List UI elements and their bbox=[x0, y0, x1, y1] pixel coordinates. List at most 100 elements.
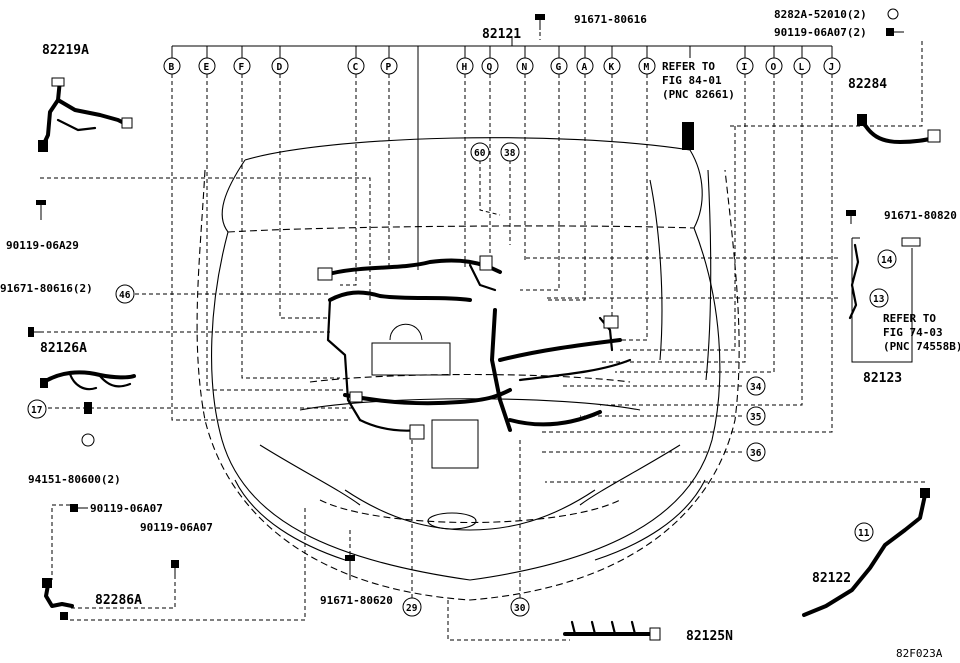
callout-34: 34 bbox=[746, 376, 766, 396]
bolt-icon-91671-80820 bbox=[846, 210, 856, 224]
callout-17: 17 bbox=[27, 399, 47, 419]
svg-text:L: L bbox=[799, 62, 805, 73]
refer-note-fig-84-01: REFER TO FIG 84-01 (PNC 82661) bbox=[662, 60, 735, 101]
label-91671-80616-2: 91671-80616(2) bbox=[0, 282, 93, 295]
svg-text:C: C bbox=[353, 62, 359, 73]
bolt-icon-91671-80616 bbox=[535, 14, 545, 30]
svg-text:REFER TO: REFER TO bbox=[662, 60, 715, 73]
callout-I: I bbox=[736, 57, 754, 75]
callout-35: 35 bbox=[746, 406, 766, 426]
label-90119-06A07-b: 90119-06A07 bbox=[140, 521, 213, 534]
label-82121: 82121 bbox=[482, 27, 521, 42]
svg-text:K: K bbox=[609, 62, 615, 73]
svg-text:D: D bbox=[277, 62, 283, 73]
svg-text:REFER TO: REFER TO bbox=[883, 312, 936, 325]
vehicle-body-outline bbox=[196, 137, 740, 601]
bolt-icon-90119-06A07-a bbox=[70, 504, 88, 512]
svg-text:A: A bbox=[582, 62, 588, 73]
label-82284: 82284 bbox=[848, 77, 887, 92]
callout-E: E bbox=[198, 57, 216, 75]
clip-icon-94151-80600 bbox=[81, 402, 95, 447]
callout-H: H bbox=[456, 57, 474, 75]
callout-30: 30 bbox=[510, 597, 530, 617]
svg-text:(PNC 74558B): (PNC 74558B) bbox=[883, 340, 960, 353]
label-82126A: 82126A bbox=[40, 341, 87, 356]
svg-text:17: 17 bbox=[31, 405, 42, 416]
callout-leaders bbox=[40, 18, 925, 641]
part-82286A-harness bbox=[42, 578, 74, 620]
callout-J: J bbox=[823, 57, 841, 75]
part-number-labels: 82121 82219A 82284 82126A 82123 82122 82… bbox=[0, 8, 957, 644]
svg-text:(PNC 82661): (PNC 82661) bbox=[662, 88, 735, 101]
svg-text:13: 13 bbox=[873, 294, 885, 305]
svg-text:29: 29 bbox=[406, 603, 418, 614]
label-82219A: 82219A bbox=[42, 43, 89, 58]
part-82219A-harness bbox=[38, 77, 133, 152]
svg-text:11: 11 bbox=[858, 528, 870, 539]
bracket-icon-refer-84 bbox=[682, 122, 694, 150]
svg-text:J: J bbox=[829, 62, 835, 73]
svg-text:G: G bbox=[556, 62, 562, 73]
svg-text:30: 30 bbox=[514, 603, 526, 614]
part-82122-harness bbox=[802, 488, 930, 617]
label-91671-80620: 91671-80620 bbox=[320, 594, 393, 607]
label-91671-80616: 91671-80616 bbox=[574, 13, 647, 26]
label-82122: 82122 bbox=[812, 571, 851, 586]
svg-text:P: P bbox=[386, 62, 392, 73]
label-90119-06A07-a: 90119-06A07 bbox=[90, 502, 163, 515]
svg-text:I: I bbox=[742, 62, 748, 73]
engine-harness-82121 bbox=[317, 255, 632, 440]
callout-38: 38 bbox=[500, 142, 520, 162]
callout-Q: Q bbox=[481, 57, 499, 75]
svg-text:N: N bbox=[522, 62, 528, 73]
callout-36: 36 bbox=[746, 442, 766, 462]
callout-A: A bbox=[576, 57, 594, 75]
svg-text:B: B bbox=[169, 62, 175, 73]
svg-text:35: 35 bbox=[750, 412, 762, 423]
callout-P: P bbox=[380, 57, 398, 75]
callout-60: 60 bbox=[470, 142, 490, 162]
svg-text:H: H bbox=[462, 62, 468, 73]
label-82123: 82123 bbox=[863, 371, 902, 386]
label-82286A: 82286A bbox=[95, 593, 142, 608]
part-82123-harness bbox=[848, 237, 921, 320]
callout-L: L bbox=[793, 57, 811, 75]
callout-D: D bbox=[271, 57, 289, 75]
callout-N: N bbox=[516, 57, 534, 75]
label-91671-80820: 91671-80820 bbox=[884, 209, 957, 222]
refer-note-fig-74-03: REFER TO FIG 74-03 (PNC 74558B) bbox=[883, 312, 960, 353]
letter-callouts: B E F D C P H Q N G A K M I O L J bbox=[163, 57, 841, 75]
callout-B: B bbox=[163, 57, 181, 75]
svg-text:E: E bbox=[204, 62, 210, 73]
diagram-code: 82F023A bbox=[896, 647, 943, 660]
callout-14: 14 bbox=[877, 249, 897, 269]
callout-K: K bbox=[603, 57, 621, 75]
svg-text:60: 60 bbox=[474, 148, 486, 159]
label-8282A-52010: 8282A-52010(2) bbox=[774, 8, 867, 21]
callout-46: 46 bbox=[115, 284, 135, 304]
fastener-icons bbox=[28, 8, 904, 580]
svg-text:38: 38 bbox=[504, 148, 516, 159]
part-82284-harness bbox=[857, 114, 941, 144]
svg-text:Q: Q bbox=[487, 62, 493, 73]
svg-text:FIG 84-01: FIG 84-01 bbox=[662, 74, 722, 87]
svg-text:36: 36 bbox=[750, 448, 762, 459]
bolt-icon-90119-06A07-b bbox=[171, 560, 179, 576]
label-94151-80600: 94151-80600(2) bbox=[28, 473, 121, 486]
bolt-icon-90119-06A29 bbox=[36, 200, 46, 220]
callout-13: 13 bbox=[869, 288, 889, 308]
svg-text:46: 46 bbox=[119, 290, 131, 301]
number-callouts: 46 17 60 38 14 13 34 35 36 11 29 30 bbox=[27, 142, 897, 617]
nut-icon-8282A-52010 bbox=[887, 8, 899, 20]
label-90119-06A29: 90119-06A29 bbox=[6, 239, 79, 252]
svg-text:14: 14 bbox=[881, 255, 893, 266]
callout-C: C bbox=[347, 57, 365, 75]
callout-29: 29 bbox=[402, 597, 422, 617]
callout-F: F bbox=[233, 57, 251, 75]
part-82125N-harness bbox=[563, 620, 661, 641]
bolt-icon-91671-80616-2 bbox=[28, 327, 44, 337]
svg-text:34: 34 bbox=[750, 382, 762, 393]
callout-M: M bbox=[638, 57, 656, 75]
svg-text:O: O bbox=[771, 62, 777, 73]
label-82125N: 82125N bbox=[686, 629, 733, 644]
